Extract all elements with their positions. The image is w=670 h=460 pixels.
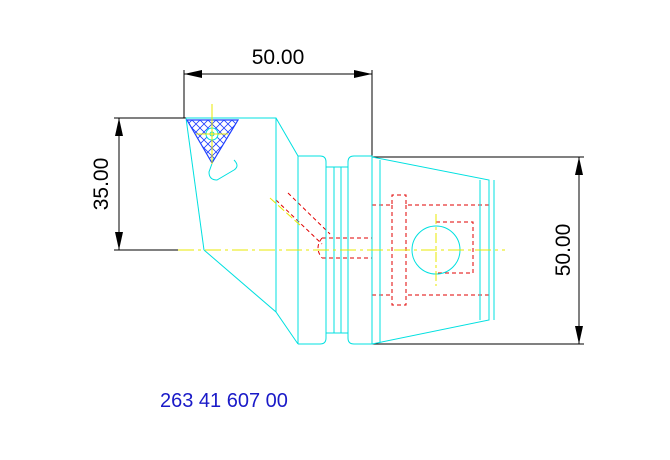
- dimension-label-top-width: 50.00: [252, 46, 305, 69]
- arrowhead-down: [115, 232, 123, 250]
- dimension-label-left-height: 35.00: [90, 158, 113, 211]
- coolant-channel-end: [317, 237, 323, 259]
- channel-centerline: [269, 197, 301, 226]
- hidden-features: [275, 192, 490, 306]
- dimension-top-width: [183, 70, 373, 157]
- coolant-channel-edge-lower: [287, 192, 331, 235]
- dimension-right-height: [372, 156, 584, 345]
- clamp-slot-outline: [436, 221, 474, 274]
- pocket-hook: [208, 157, 238, 181]
- arrowhead-up: [575, 157, 583, 175]
- dimension-left-height: [114, 117, 186, 251]
- arrowhead-right: [354, 70, 372, 78]
- coolant-channel-edge-upper: [275, 199, 323, 245]
- arrowhead-left: [184, 70, 202, 78]
- arrowhead-down: [575, 326, 583, 344]
- part-number: 263 41 607 00: [160, 390, 288, 412]
- dimension-label-right-height: 50.00: [552, 224, 575, 277]
- arrowhead-up: [115, 118, 123, 136]
- holder-outline: [185, 117, 495, 345]
- head-front-edge: [185, 117, 205, 251]
- head-bottom-chamfer: [203, 249, 299, 345]
- bore-top-outline: [372, 194, 489, 206]
- bore-bottom-outline: [372, 294, 489, 306]
- centerlines: [178, 104, 505, 286]
